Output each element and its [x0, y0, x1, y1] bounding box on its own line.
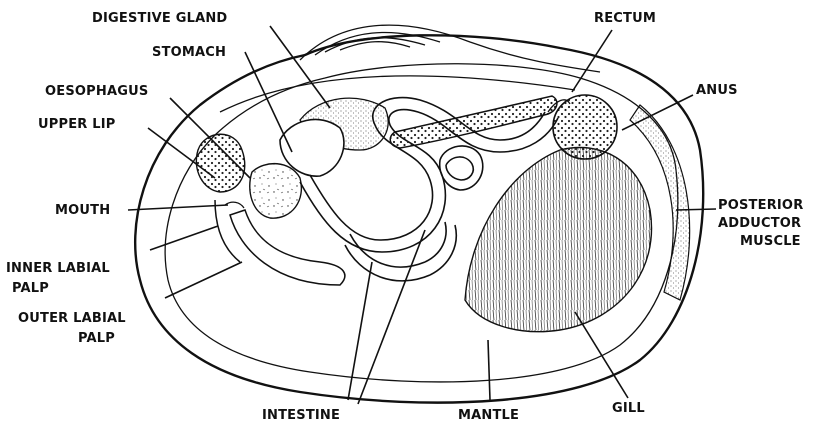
- label-outer-labial-palp-line2: PALP: [78, 331, 115, 346]
- label-posterior-adductor-muscle-line2: ADDUCTOR: [718, 216, 801, 231]
- label-rectum: RECTUM: [594, 11, 656, 26]
- gill: [465, 148, 652, 332]
- label-anus: ANUS: [696, 83, 738, 98]
- rectum: [390, 96, 557, 148]
- label-intestine: INTESTINE: [262, 408, 340, 423]
- label-mouth: MOUTH: [55, 203, 110, 218]
- label-inner-labial-palp-line2: PALP: [12, 281, 49, 296]
- label-inner-labial-palp-line1: INNER LABIAL: [6, 261, 110, 276]
- label-gill: GILL: [612, 401, 645, 416]
- label-upper-lip: UPPER LIP: [38, 117, 115, 132]
- label-posterior-adductor-muscle-line3: MUSCLE: [740, 234, 801, 249]
- anus: [553, 95, 617, 159]
- label-digestive-gland: DIGESTIVE GLAND: [92, 11, 227, 26]
- label-mantle: MANTLE: [458, 408, 519, 423]
- upper-lip: [196, 134, 244, 192]
- label-posterior-adductor-muscle-line1: POSTERIOR: [718, 198, 803, 213]
- label-outer-labial-palp-line1: OUTER LABIAL: [18, 311, 126, 326]
- label-oesophagus: OESOPHAGUS: [45, 84, 148, 99]
- oesophagus: [250, 164, 302, 219]
- label-stomach: STOMACH: [152, 45, 226, 60]
- outer-labial-palp: [230, 210, 345, 285]
